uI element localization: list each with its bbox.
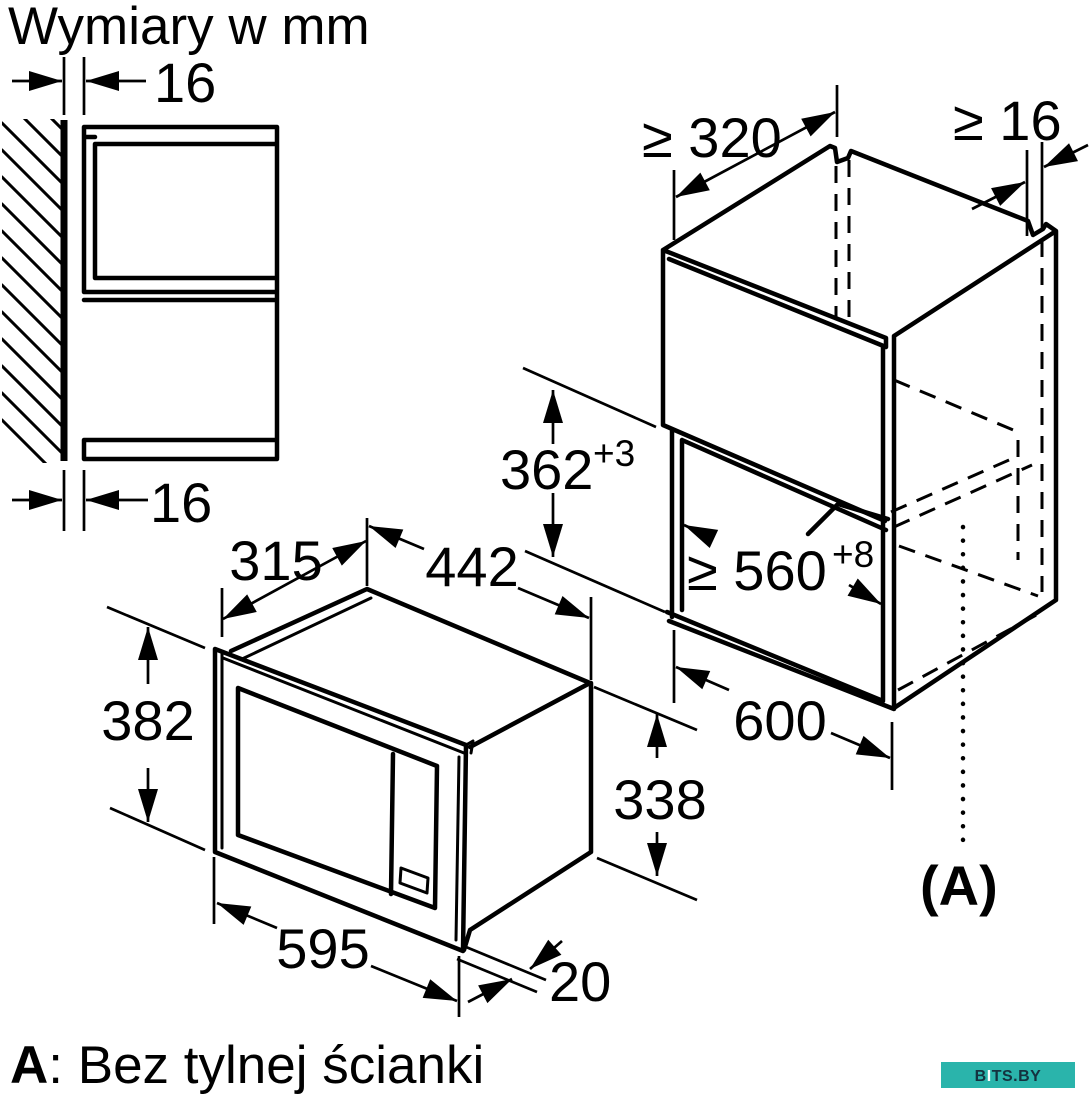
dim-label: 382: [101, 689, 194, 752]
footnote: A: Bez tylnej ścianki: [10, 1036, 484, 1095]
dim-label: 338: [613, 768, 706, 831]
footnote-text: : Bez tylnej ścianki: [48, 1036, 484, 1095]
dimension-wall-gap-bottom: 16: [12, 470, 212, 534]
dimension-arrowhead: [29, 490, 62, 510]
dimension-arrowhead: [1044, 143, 1078, 167]
dimension-wall-gap-top: 16: [12, 51, 216, 115]
cabinet-niche-isometric-view: ≥ 320 ≥ 16 362 +3 ≥ 560 +8: [500, 85, 1089, 917]
microwave-isometric-view: 315 442 382 595: [101, 518, 707, 1017]
dimension-arrowhead: [86, 71, 119, 91]
dimension-arrowhead: [801, 112, 835, 137]
dim-tolerance: +3: [593, 433, 635, 474]
dim-tolerance: +8: [832, 534, 874, 575]
watermark-part3: TS.BY: [992, 1068, 1042, 1085]
dimension-arrowhead: [684, 525, 719, 548]
dimension-arrowhead: [647, 843, 667, 876]
page-title: Wymiary w mm: [8, 0, 370, 56]
wall-hatching: [2, 119, 64, 463]
microwave-body: [228, 586, 594, 953]
dim-label: 595: [276, 917, 369, 980]
dim-label: 600: [733, 689, 826, 752]
dimension-arrowhead: [86, 490, 119, 510]
dimension-arrowhead: [855, 735, 890, 758]
dimension-arrowhead: [991, 182, 1025, 206]
dimension-arrowhead: [478, 979, 512, 1004]
dimension-cabinet-width-600: 600: [672, 630, 894, 790]
dimension-niche-height-362: 362 +3: [500, 366, 666, 614]
dimension-front-width-595: 595: [212, 857, 461, 1017]
dimension-arrowhead: [676, 667, 711, 690]
microwave-frame-edges: [220, 650, 475, 942]
dimension-arrowhead: [676, 172, 710, 197]
dimension-frame-depth-20: 20: [456, 939, 611, 1013]
dimension-arrowhead: [29, 71, 62, 91]
watermark-part1: B: [975, 1068, 987, 1085]
dim-label: ≥ 16: [953, 89, 1062, 152]
watermark-part2: I: [987, 1068, 992, 1085]
cabinet-interior-corner: [805, 501, 891, 537]
dimension-arrowhead: [543, 524, 563, 557]
dim-label: ≥ 320: [642, 106, 782, 169]
dimension-arrowhead: [369, 526, 404, 548]
dimension-arrowhead: [647, 714, 667, 747]
watermark: BITS.BY: [941, 1062, 1075, 1088]
dim-label: 16: [154, 51, 216, 114]
dimension-arrowhead: [847, 578, 881, 604]
back-wall-label: (A): [920, 854, 998, 917]
dimension-body-width-442: 442: [368, 524, 593, 680]
dimension-niche-depth-320: ≥ 320: [642, 85, 839, 240]
microwave-body-top-edge: [240, 596, 373, 661]
dimension-arrowhead: [138, 789, 158, 822]
dimension-arrowhead: [217, 903, 252, 925]
dimension-arrowhead: [332, 541, 366, 566]
dimension-body-height-338: 338: [593, 685, 707, 902]
cabinet-outline: [660, 143, 1059, 712]
microwave-door-window: [235, 685, 440, 911]
footnote-key: A: [10, 1036, 48, 1095]
cabinet-hidden-edges: [834, 160, 1044, 692]
dimension-arrowhead: [223, 594, 257, 619]
dimension-depth-315: 315: [220, 518, 369, 637]
dimension-arrowhead: [554, 595, 589, 618]
dim-label: 20: [549, 950, 611, 1013]
dim-label: 442: [425, 535, 518, 598]
dim-label: ≥ 560: [687, 539, 827, 602]
dimension-front-height-382: 382: [101, 605, 206, 852]
microwave-control-divider: [388, 751, 396, 897]
dim-label: 315: [229, 529, 322, 592]
dimension-arrowhead: [138, 627, 158, 660]
dim-label: 16: [150, 471, 212, 534]
dimension-back-gap-16: ≥ 16: [953, 89, 1089, 236]
dimension-niche-width-560: ≥ 560 +8: [683, 523, 882, 606]
watermark-background: [941, 1062, 1075, 1088]
dimension-arrowhead: [422, 979, 457, 1001]
watermark-text: BITS.BY: [975, 1068, 1042, 1085]
dim-label: 362: [500, 438, 593, 501]
dimension-arrowhead: [543, 390, 563, 423]
cabinet-section-outline: [81, 124, 280, 462]
wall-cross-section-view: 16 16: [2, 51, 280, 534]
microwave-display: [398, 866, 430, 895]
dimension-arrowhead: [530, 939, 562, 969]
